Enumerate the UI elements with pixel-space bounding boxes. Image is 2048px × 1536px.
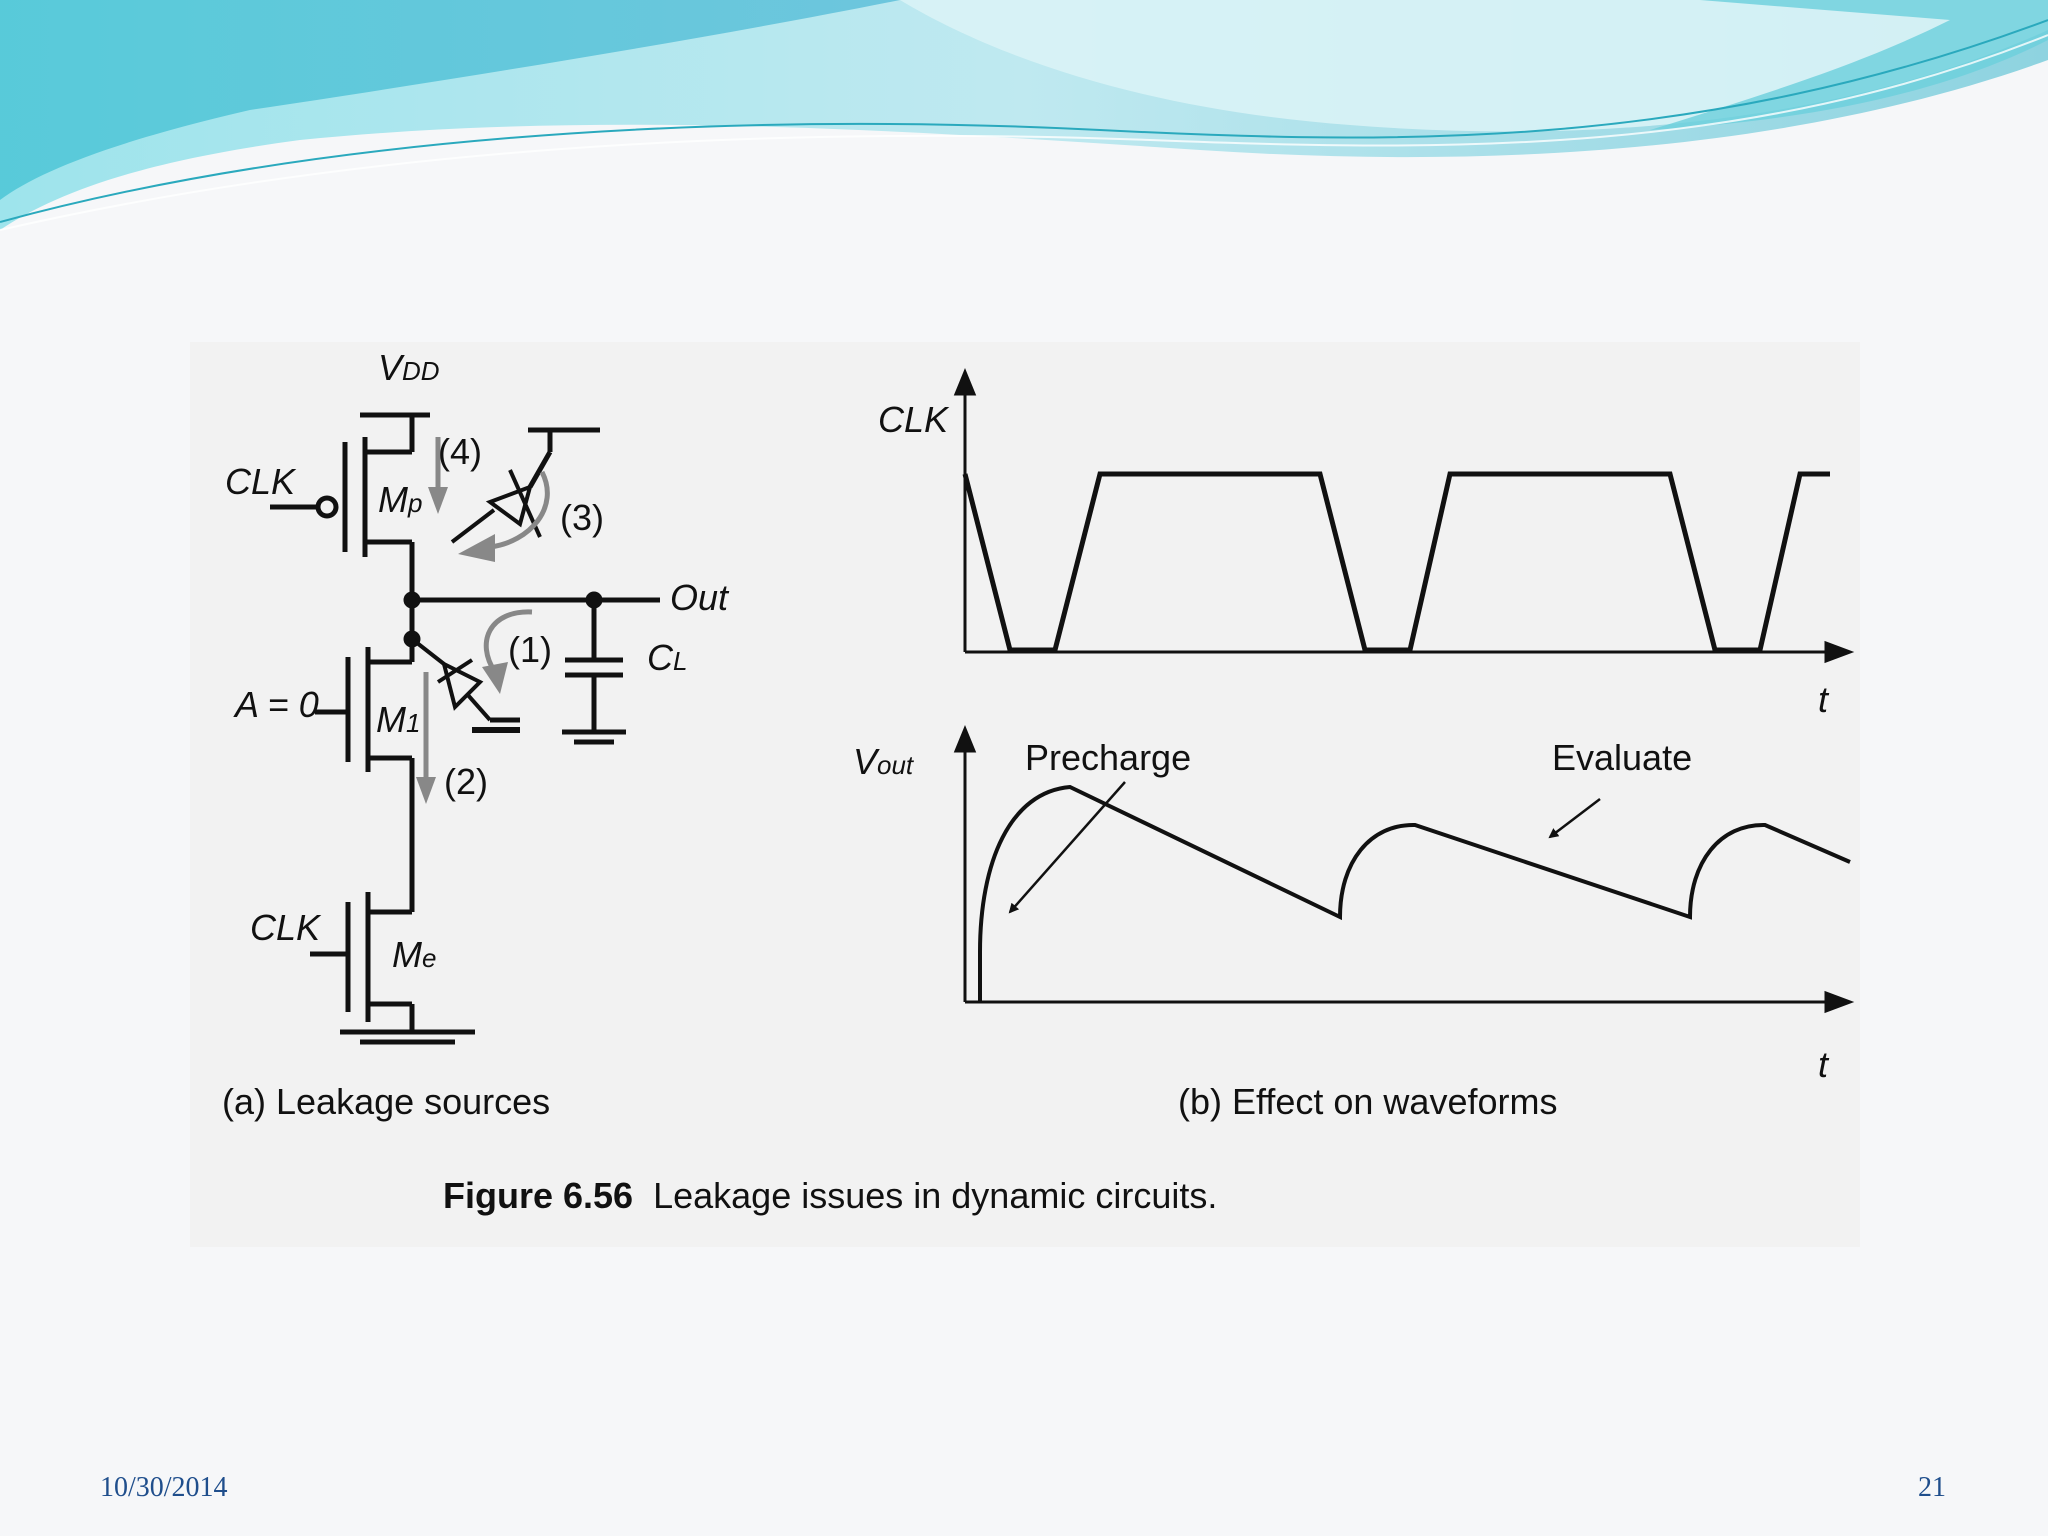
- precharge-arrow: [1008, 781, 1126, 914]
- mp-label: Mp: [378, 479, 423, 520]
- figure-caption-text: Leakage issues in dynamic circuits.: [653, 1175, 1218, 1216]
- mp-gate-bubble: [315, 495, 339, 519]
- clk-waveform: [962, 471, 1830, 653]
- precharge-label: Precharge: [1025, 737, 1192, 778]
- cl-label: CL: [647, 637, 688, 678]
- evaluate-arrow: [1548, 798, 1601, 839]
- vdd-label: VDD: [378, 347, 440, 388]
- t-axis-bottom-label: t: [1818, 1044, 1829, 1085]
- leak3-label: (3): [560, 497, 604, 538]
- figure-drawing: [270, 368, 1855, 1045]
- out-label: Out: [670, 577, 729, 618]
- figure-caption: Figure 6.56 Leakage issues in dynamic ci…: [443, 1178, 1217, 1214]
- waveform-axes: [953, 368, 1855, 1014]
- m1-label: M1: [376, 699, 421, 740]
- leakage-arrows: [416, 437, 550, 804]
- diode-1-bar: [436, 658, 474, 684]
- header-wave-decoration: [0, 0, 2048, 231]
- me-label: Me: [392, 934, 437, 975]
- footer-date: 10/30/2014: [100, 1472, 228, 1503]
- figure-panel: VDD CLK Mp (4) (3) Out (1) CL A = 0 M1 (…: [190, 342, 1860, 1247]
- clk-top-label: CLK: [225, 461, 296, 502]
- caption-b: (b) Effect on waveforms: [1178, 1081, 1558, 1122]
- t-axis-top-label: t: [1818, 679, 1829, 720]
- clk-bottom-label: CLK: [250, 907, 321, 948]
- caption-a: (a) Leakage sources: [222, 1081, 551, 1122]
- leak1-label: (1): [508, 629, 552, 670]
- footer-page-number: 21: [1918, 1472, 1946, 1503]
- leak4-label: (4): [438, 431, 482, 472]
- clk-axis-label: CLK: [878, 399, 949, 440]
- vout-waveform: [978, 784, 1851, 1002]
- figure-number: Figure 6.56: [443, 1175, 634, 1216]
- circuit-schematic: [270, 412, 660, 1045]
- a-input-label: A = 0: [235, 684, 319, 725]
- vout-label: Vout: [853, 741, 914, 782]
- leak2-label: (2): [444, 761, 488, 802]
- leak-arrow-1: [483, 609, 533, 674]
- evaluate-label: Evaluate: [1552, 737, 1693, 778]
- leak-arrow-3: [489, 470, 550, 550]
